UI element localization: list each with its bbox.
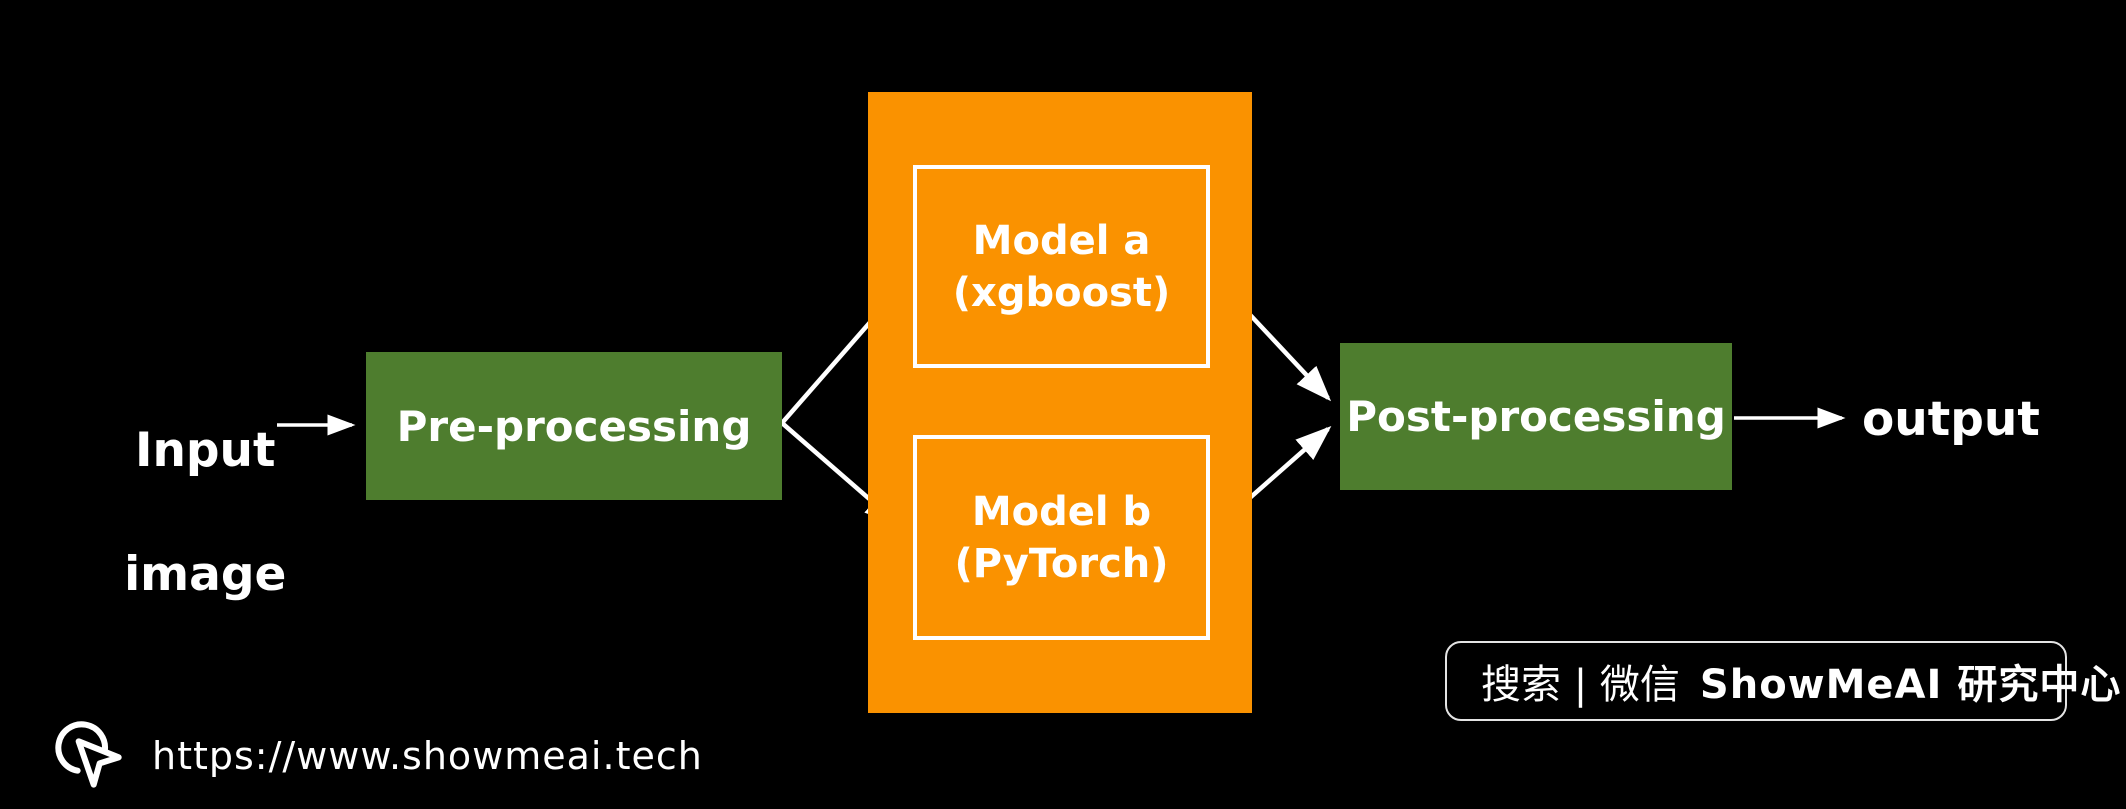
showmeai-search-badge: 搜索 | 微信 ShowMeAI 研究中心	[1445, 641, 2120, 721]
input-label-line1: Input	[134, 423, 276, 479]
postprocessing-node: Post-processing	[1340, 343, 1732, 490]
output-label: output	[1862, 392, 2040, 447]
cursor-click-icon	[55, 721, 122, 788]
input-image-label: Input image	[30, 358, 315, 668]
search-badge-prefix: 搜索 | 微信	[1481, 662, 1680, 708]
footer-url: https://www.showmeai.tech	[152, 734, 703, 778]
footer-link: https://www.showmeai.tech	[50, 712, 703, 800]
postprocessing-label: Post-processing	[1346, 392, 1726, 441]
model-a-name: Model a	[972, 217, 1151, 264]
model-a-framework: (xgboost)	[952, 269, 1171, 316]
model-b-framework: (PyTorch)	[954, 540, 1169, 587]
input-label-line2: image	[124, 547, 287, 603]
preprocessing-node: Pre-processing	[366, 352, 782, 500]
preprocessing-label: Pre-processing	[396, 401, 752, 451]
search-badge-brand: ShowMeAI 研究中心	[1699, 662, 2122, 708]
model-a-node: Model a (xgboost)	[913, 165, 1210, 368]
model-group-container: Model a (xgboost) Model b (PyTorch)	[868, 92, 1252, 713]
model-b-node: Model b (PyTorch)	[913, 435, 1210, 640]
model-b-name: Model b	[971, 488, 1152, 535]
